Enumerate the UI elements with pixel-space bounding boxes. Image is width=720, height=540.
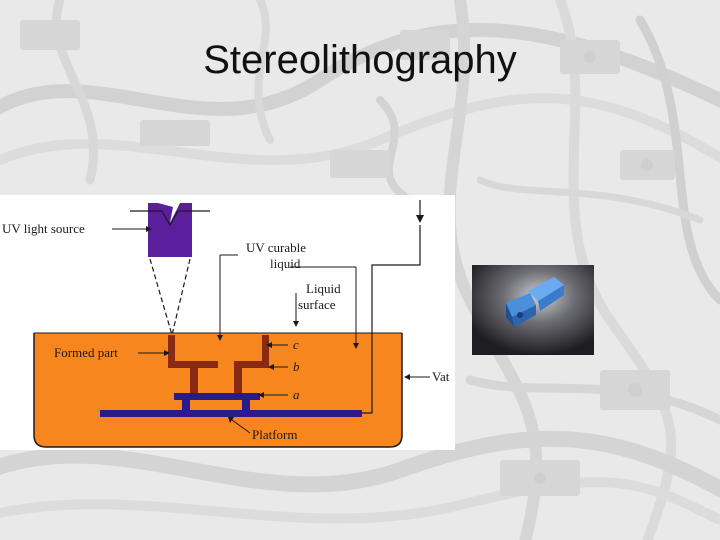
label-uv-curable: UV curable: [246, 240, 306, 255]
printed-part-3d-icon: [506, 277, 564, 327]
label-liquid: liquid: [270, 256, 301, 271]
elevator-rod: [362, 225, 421, 414]
label-liquid-surface-line2: surface: [298, 297, 336, 312]
uv-light-source: [130, 203, 210, 257]
laser-beam: [149, 258, 191, 336]
label-liquid-surface-line1: Liquid: [306, 281, 341, 296]
label-uv-light-source: UV light source: [2, 221, 85, 236]
part-support-left: [182, 400, 190, 410]
label-vat: Vat: [432, 369, 450, 384]
label-layer-c: c: [293, 337, 299, 352]
slide-title: Stereolithography: [203, 38, 517, 82]
formed-part: [168, 335, 269, 395]
stereolithography-diagram: UV light source UV curable liquid Liquid…: [0, 195, 455, 450]
part-support-right: [242, 400, 250, 410]
printed-part-photo: [472, 265, 594, 355]
platform: [100, 410, 362, 417]
label-platform: Platform: [252, 427, 298, 442]
label-formed-part: Formed part: [54, 345, 118, 360]
part-layer-a: [174, 393, 260, 400]
vat: [33, 332, 403, 448]
label-layer-b: b: [293, 359, 300, 374]
label-layer-a: a: [293, 387, 300, 402]
